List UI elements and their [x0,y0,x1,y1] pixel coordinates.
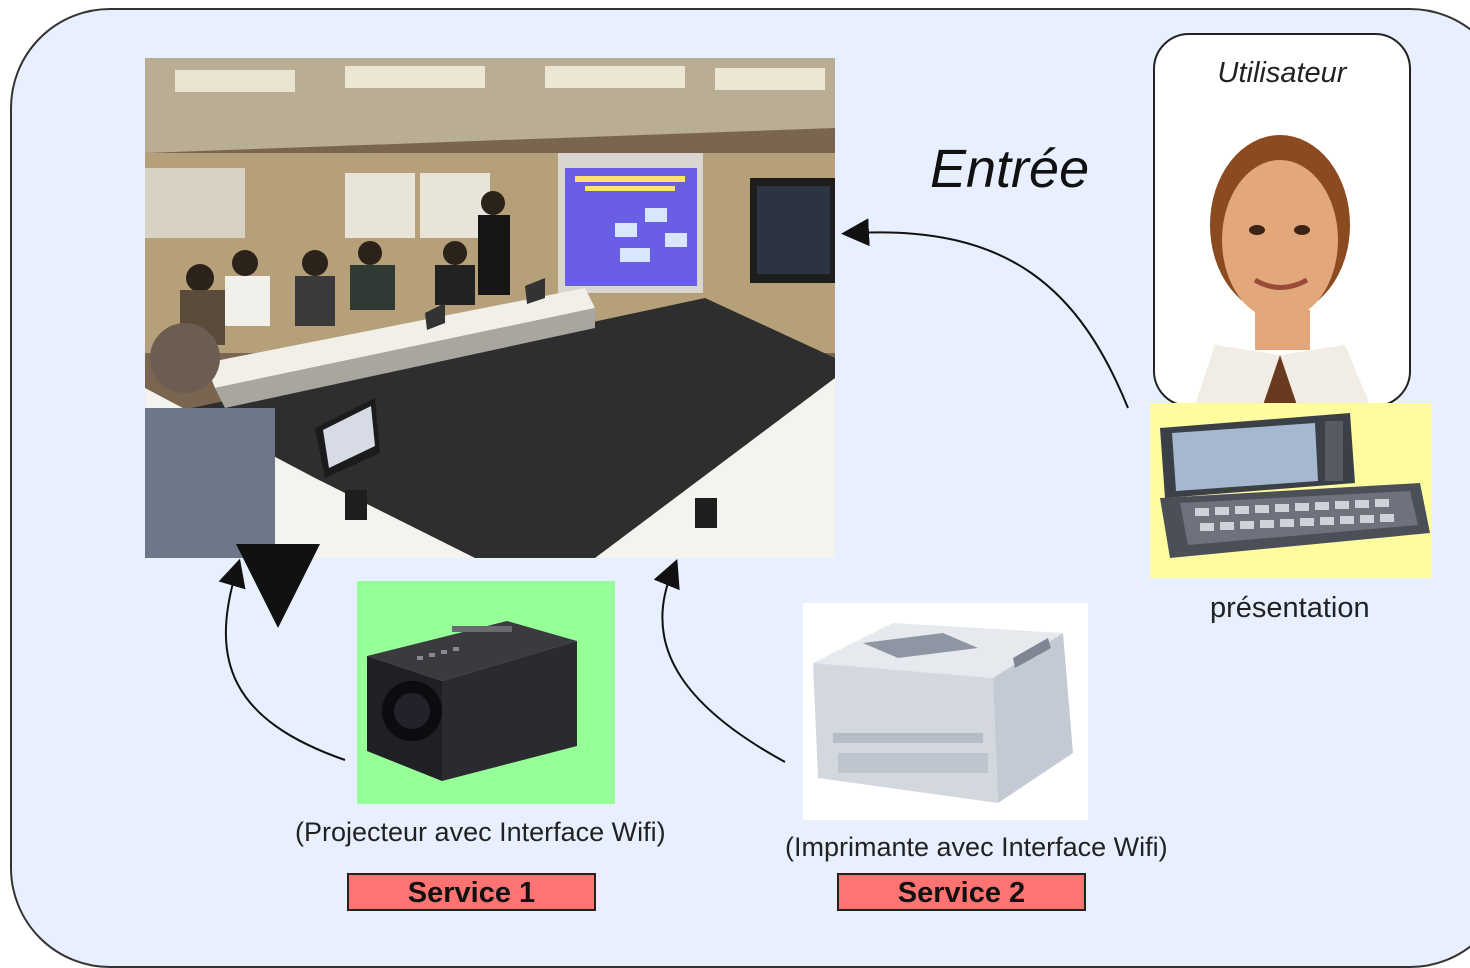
meeting-room-photo [145,58,835,558]
projector-device [357,581,615,804]
printer-device [803,603,1088,820]
user-label: Utilisateur [1217,57,1347,89]
pda-device [1150,403,1432,578]
device-label: présentation [1210,592,1370,624]
connection-arrows [218,218,1129,763]
printer-caption: (Imprimante avec Interface Wifi) [785,832,1168,862]
projector-caption: (Projecteur avec Interface Wifi) [295,817,666,847]
arrow-device-to-room [841,218,1129,409]
arrow-printer-to-room [653,559,786,763]
service-2-badge: Service 2 [837,873,1086,911]
arrow-projector-to-room [218,558,346,761]
user-portrait [1185,115,1385,405]
entry-label: Entrée [930,139,1090,199]
user-panel: Utilisateur [1153,33,1411,407]
service-1-badge: Service 1 [347,873,596,911]
